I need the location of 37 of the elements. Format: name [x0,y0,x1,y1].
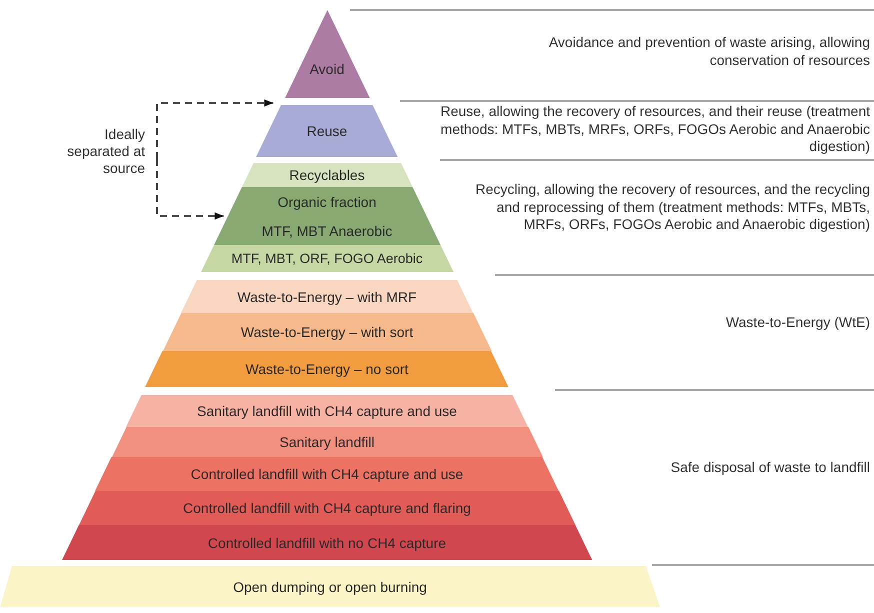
tier-description: Reuse, allowing the recovery of resources, and their reuse (treatment methods: MTFs, MBTs, MRFs, ORFs, FOGOs Aerobic and Anaerobic digestion) [439,103,870,156]
dashed-arrow [156,99,274,159]
tier-label: Sanitary landfill with CH4 capture and use [197,403,457,419]
pyramid-tier [145,351,509,387]
pyramid-tier [0,566,660,607]
tier-description: Avoidance and prevention of waste arising, allowing conservation of resources [548,34,870,69]
pyramid-tier [112,427,542,457]
tier-label: Organic fraction [278,194,376,210]
dashed-arrow [156,159,224,220]
tier-label: Waste-to-Energy – with MRF [237,288,417,304]
pyramid-tier [78,491,576,525]
tier-label: Waste-to-Energy – with sort [240,324,414,340]
tier-label: Avoid [310,60,344,78]
pyramid-tier [62,525,592,560]
pyramid-tier [200,245,454,272]
tier-label: Open dumping or open burning [233,578,427,594]
tier-label: MTF, MBT, ORF, FOGO Aerobic [231,251,423,266]
pyramid-tier [162,313,492,351]
tier-label: Controlled landfill with no CH4 capture [208,534,446,550]
pyramid-tier [126,395,528,427]
tier-label: MTF, MBT Anaerobic [262,222,392,238]
pyramid-tier [214,187,440,245]
pyramid-tier [180,280,474,313]
tier-label: Sanitary landfill [280,434,374,450]
tier-description: Recycling, allowing the recovery of resources, and the recycling and reprocessing of them (treatment methods: MTFs, MBTs, MRFs, ORFs, FOGOs Aerobic and Anaerobic digestion) [474,181,870,234]
tier-label: Recyclables [289,167,365,183]
tier-label: Waste-to-Energy – no sort [246,361,408,377]
side-note: Ideally separated at source [66,126,146,176]
pyramid-tier [256,105,398,157]
pyramid-tier [95,457,559,491]
tier-label: Reuse [306,123,348,139]
tier-description: Safe disposal of waste to landfill [670,459,870,476]
tier-label: Controlled landfill with CH4 capture and flaring [183,500,471,516]
tier-description: Waste-to-Energy (WtE) [724,314,870,332]
pyramid-tier [284,10,370,98]
pyramid-tier [242,163,412,187]
tier-label: Controlled landfill with CH4 capture and use [190,466,464,482]
